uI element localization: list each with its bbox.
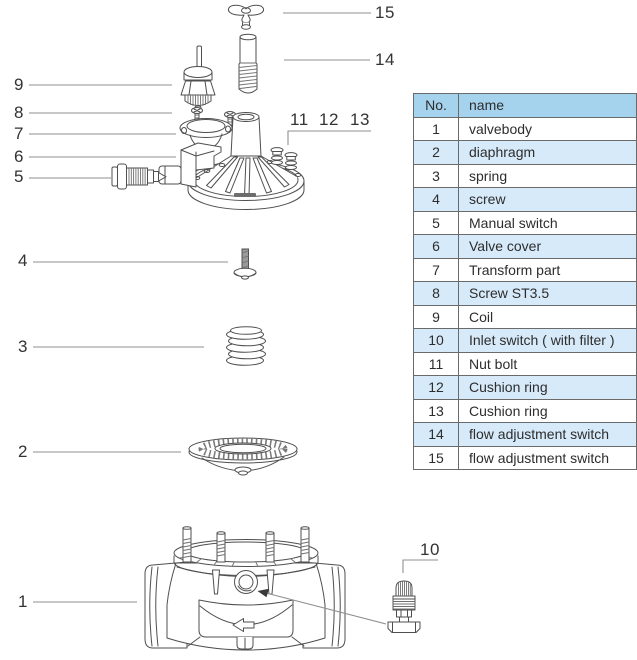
cell-name: Coil xyxy=(458,304,637,329)
cell-name: Valve cover xyxy=(458,234,637,259)
cell-name: Manual switch xyxy=(458,210,637,235)
part-2-diaphragm xyxy=(188,437,298,476)
cell-no: 12 xyxy=(413,375,459,400)
callout-10: 10 xyxy=(420,540,440,559)
cell-no: 9 xyxy=(413,304,459,329)
table-header-row: No. name xyxy=(413,93,637,118)
part-7-transform-part xyxy=(179,118,233,150)
cell-no: 5 xyxy=(413,210,459,235)
header-no: No. xyxy=(413,93,459,118)
header-name: name xyxy=(458,93,637,118)
part-15-flow-adjustment-knob xyxy=(227,4,265,30)
callout-15: 15 xyxy=(375,3,395,22)
callout-3: 3 xyxy=(18,337,28,356)
cell-no: 13 xyxy=(413,398,459,423)
cell-name: Inlet switch ( with filter ) xyxy=(458,328,637,353)
part-1-valvebody xyxy=(144,526,346,651)
cell-no: 14 xyxy=(413,422,459,447)
cell-name: Cushion ring xyxy=(458,375,637,400)
cell-name: Cushion ring xyxy=(458,398,637,423)
callout-arrow-10 xyxy=(257,588,387,625)
cell-no: 3 xyxy=(413,163,459,188)
callout-2: 2 xyxy=(18,442,28,461)
cell-no: 15 xyxy=(413,445,459,470)
cell-no: 10 xyxy=(413,328,459,353)
cell-name: valvebody xyxy=(458,116,637,141)
part-10-inlet-switch xyxy=(387,580,421,633)
leader-lines xyxy=(29,12,438,603)
cell-no: 11 xyxy=(413,351,459,376)
part-14-adjustment-bolt xyxy=(238,33,258,94)
cell-no: 2 xyxy=(413,140,459,165)
callout-8: 8 xyxy=(14,103,24,122)
callout-4: 4 xyxy=(18,251,28,270)
callout-1: 1 xyxy=(18,592,28,611)
cell-name: flow adjustment switch xyxy=(458,422,637,447)
valvebody-studs xyxy=(182,526,310,563)
callout-9: 9 xyxy=(14,75,24,94)
cell-name: Nut bolt xyxy=(458,351,637,376)
cell-name: flow adjustment switch xyxy=(458,445,637,470)
cell-name: Transform part xyxy=(458,257,637,282)
callout-13: 13 xyxy=(350,110,370,129)
cell-no: 1 xyxy=(413,116,459,141)
callout-7: 7 xyxy=(14,124,24,143)
cell-no: 4 xyxy=(413,187,459,212)
part-11-12-13-fasteners xyxy=(270,147,298,170)
cell-no: 7 xyxy=(413,257,459,282)
cell-name: Screw ST3.5 xyxy=(458,281,637,306)
callout-11: 11 xyxy=(290,110,309,129)
part-4-screw xyxy=(233,248,257,280)
callout-6: 6 xyxy=(14,147,24,166)
part-5-manual-switch xyxy=(111,163,167,190)
callout-12: 12 xyxy=(319,110,339,129)
part-6-valve-cover xyxy=(158,112,305,210)
cell-name: spring xyxy=(458,163,637,188)
cell-no: 6 xyxy=(413,234,459,259)
cell-name: screw xyxy=(458,187,637,212)
cell-no: 8 xyxy=(413,281,459,306)
part-9-coil xyxy=(180,45,216,110)
cell-name: diaphragm xyxy=(458,140,637,165)
callout-5: 5 xyxy=(14,167,24,186)
part-3-spring xyxy=(226,326,266,366)
callout-14: 14 xyxy=(375,50,395,69)
